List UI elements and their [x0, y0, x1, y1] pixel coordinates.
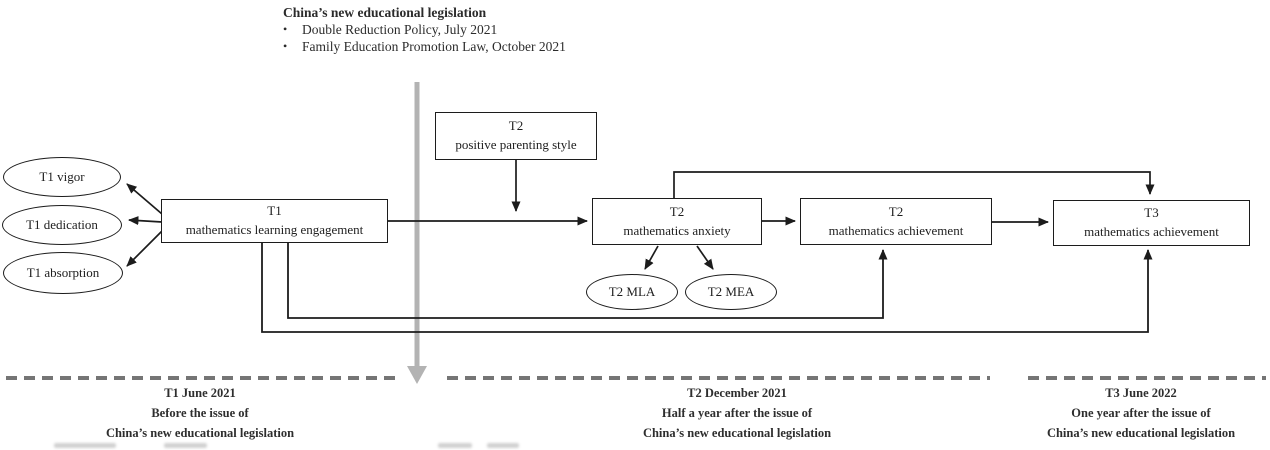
ellipse-t2-mla: T2 MLA [586, 274, 678, 310]
timeline-t2-time: T2 December 2021 [687, 386, 787, 400]
node-mathematics-achievement-t3: T3 mathematics achievement [1053, 200, 1250, 246]
node-label: mathematics achievement [828, 222, 964, 238]
node-time: T2 [888, 203, 904, 219]
legislation-header: China’s new educational legislation • Do… [283, 4, 566, 55]
cropped-text-artifact [438, 443, 472, 448]
node-mathematics-achievement-t2: T2 mathematics achievement [800, 198, 992, 245]
ellipse-t1-vigor: T1 vigor [3, 157, 121, 197]
timeline-t3-time: T3 June 2022 [1105, 386, 1177, 400]
timeline-t1-time: T1 June 2021 [164, 386, 236, 400]
ellipse-label: T1 vigor [39, 169, 85, 184]
node-time: T1 [267, 203, 282, 219]
bullet-icon: • [283, 22, 288, 36]
legislation-bullet-1-text: Double Reduction Policy, July 2021 [302, 22, 498, 37]
legislation-bullet-2: • Family Education Promotion Law, Octobe… [283, 38, 566, 55]
legislation-bullet-1: • Double Reduction Policy, July 2021 [283, 21, 566, 38]
ellipse-label: T1 dedication [26, 217, 98, 232]
ellipse-t2-mea: T2 MEA [685, 274, 777, 310]
cropped-text-artifact [487, 443, 519, 448]
node-time: T2 [508, 118, 524, 134]
ellipse-label: T1 absorption [26, 265, 100, 280]
node-label: mathematics achievement [1084, 224, 1219, 239]
arrow-engagement-to-dedication [128, 216, 163, 226]
ellipse-t1-dedication: T1 dedication [2, 205, 122, 245]
bullet-icon: • [283, 39, 288, 53]
arrow-anxiety-to-mla [644, 245, 659, 270]
node-mathematics-learning-engagement: T1 mathematics learning engagement [161, 199, 388, 243]
arrow-engagement-to-achievement-t2 [287, 243, 888, 319]
arrow-anxiety-to-mea [696, 245, 714, 270]
cropped-text-artifact [164, 443, 207, 448]
timeline-t1-line3: China’s new educational legislation [105, 426, 295, 440]
arrow-engagement-to-vigor [126, 183, 163, 215]
timeline-t2-line2: Half a year after the issue of [661, 406, 813, 420]
legislation-title: China’s new educational legislation [283, 5, 487, 20]
timeline-t3-line2: One year after the issue of [1071, 406, 1211, 420]
timeline-t1-line2: Before the issue of [151, 406, 249, 420]
timeline-label-t3: T3 June 2022 One year after the issue of… [1012, 383, 1270, 443]
ellipse-label: T2 MLA [608, 284, 656, 299]
ellipse-label: T2 MEA [707, 284, 755, 299]
timeline-t3-line3: China’s new educational legislation [1046, 426, 1236, 440]
node-positive-parenting-style: T2 positive parenting style [435, 112, 597, 160]
node-time: T2 [669, 203, 685, 219]
node-label: positive parenting style [455, 137, 577, 152]
ellipse-t1-absorption: T1 absorption [3, 252, 123, 294]
timeline-label-t2: T2 December 2021 Half a year after the i… [527, 383, 947, 443]
node-label: mathematics anxiety [623, 222, 731, 238]
node-time: T3 [1144, 205, 1159, 221]
timeline-label-t1: T1 June 2021 Before the issue of China’s… [40, 383, 360, 443]
arrow-anxiety-to-achievement-t3 [673, 171, 1155, 198]
arrow-engagement-to-achievement-t3 [261, 243, 1153, 333]
timeline-t2-line3: China’s new educational legislation [642, 426, 832, 440]
legislation-bullet-2-text: Family Education Promotion Law, October … [302, 39, 566, 54]
legislation-timeline-arrow [407, 82, 427, 384]
node-mathematics-anxiety: T2 mathematics anxiety [592, 198, 762, 245]
arrow-engagement-to-absorption [126, 230, 163, 267]
node-label: mathematics learning engagement [185, 222, 364, 237]
cropped-text-artifact [54, 443, 116, 448]
